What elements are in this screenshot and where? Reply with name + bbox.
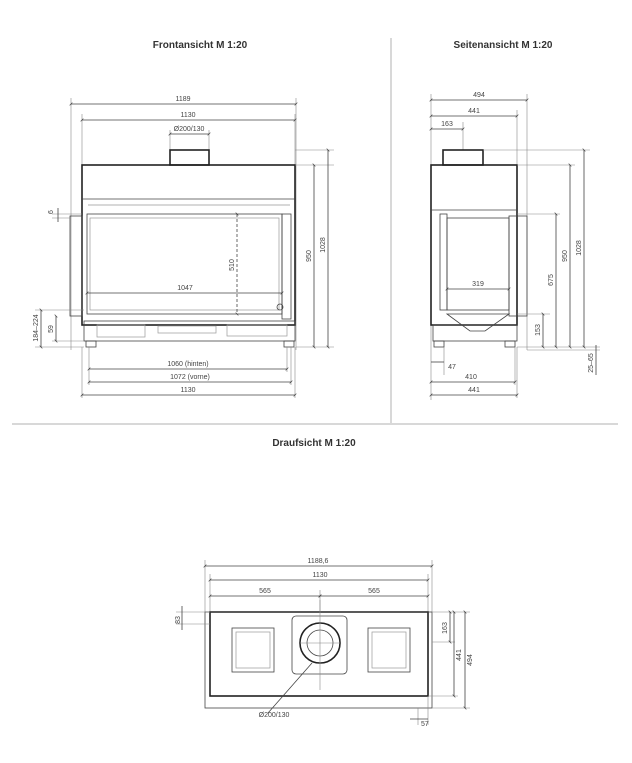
front-dim-950: 950 (306, 250, 313, 262)
top-dim-1130: 1130 (312, 572, 327, 579)
top-dim-57: 57 (421, 721, 429, 728)
top-view: Draufsicht M 1:20 1188,6 1130 565 565 Ø2… (175, 438, 474, 728)
front-dim-flue: Ø200/130 (174, 126, 205, 133)
top-dim-1188-6: 1188,6 (308, 558, 329, 565)
side-dim-25-65: 25–65 (588, 353, 595, 373)
side-dim-1028: 1028 (576, 240, 583, 256)
side-dim-47: 47 (448, 364, 456, 371)
side-dim-441-top: 441 (468, 108, 480, 115)
front-dim-59: 59 (48, 325, 55, 333)
side-dim-441-bottom: 441 (468, 387, 480, 394)
front-view-title: Frontansicht M 1:20 (153, 40, 248, 51)
top-dim-flue: Ø200/130 (259, 712, 290, 719)
top-body (209, 611, 429, 697)
front-flue-collar (169, 149, 210, 166)
side-dim-675: 675 (548, 274, 555, 286)
front-dim-510: 510 (229, 259, 236, 271)
top-dim-83: 83 (175, 616, 182, 624)
side-dim-163: 163 (441, 121, 453, 128)
front-dim-1130-top: 1130 (180, 112, 195, 119)
side-dim-950: 950 (562, 250, 569, 262)
top-left-cutout (231, 627, 275, 673)
front-dim-1130-bottom: 1130 (180, 387, 195, 394)
side-dim-494: 494 (473, 92, 485, 99)
side-body (430, 164, 518, 326)
front-dim-1047: 1047 (177, 285, 193, 292)
top-dim-163: 163 (442, 622, 449, 634)
top-dim-441: 441 (456, 649, 463, 661)
side-dim-153: 153 (535, 324, 542, 336)
side-dim-410: 410 (465, 374, 477, 381)
front-dim-1060: 1060 (hinten) (167, 361, 208, 368)
front-dim-1072: 1072 (vorne) (170, 374, 210, 381)
side-view-title: Seitenansicht M 1:20 (454, 40, 553, 51)
top-dim-565-right: 565 (368, 588, 380, 595)
front-dim-184-224: 184–224 (33, 314, 40, 341)
front-dim-1189: 1189 (175, 96, 190, 103)
top-view-title: Draufsicht M 1:20 (272, 438, 356, 449)
top-right-cutout (367, 627, 411, 673)
front-dim-6: 6 (48, 210, 55, 214)
front-door-glass (86, 213, 283, 315)
top-dim-494: 494 (467, 654, 474, 666)
front-view: Frontansicht M 1:20 1189 1130 Ø200/130 (33, 40, 334, 398)
side-dim-319: 319 (472, 281, 484, 288)
front-body (81, 164, 296, 326)
top-dim-565-left: 565 (259, 588, 271, 595)
front-dim-1028: 1028 (320, 237, 327, 253)
side-glass (446, 217, 510, 311)
side-view: Seitenansicht M 1:20 494 441 163 319 153 (429, 40, 600, 400)
side-flue-collar (442, 149, 484, 166)
